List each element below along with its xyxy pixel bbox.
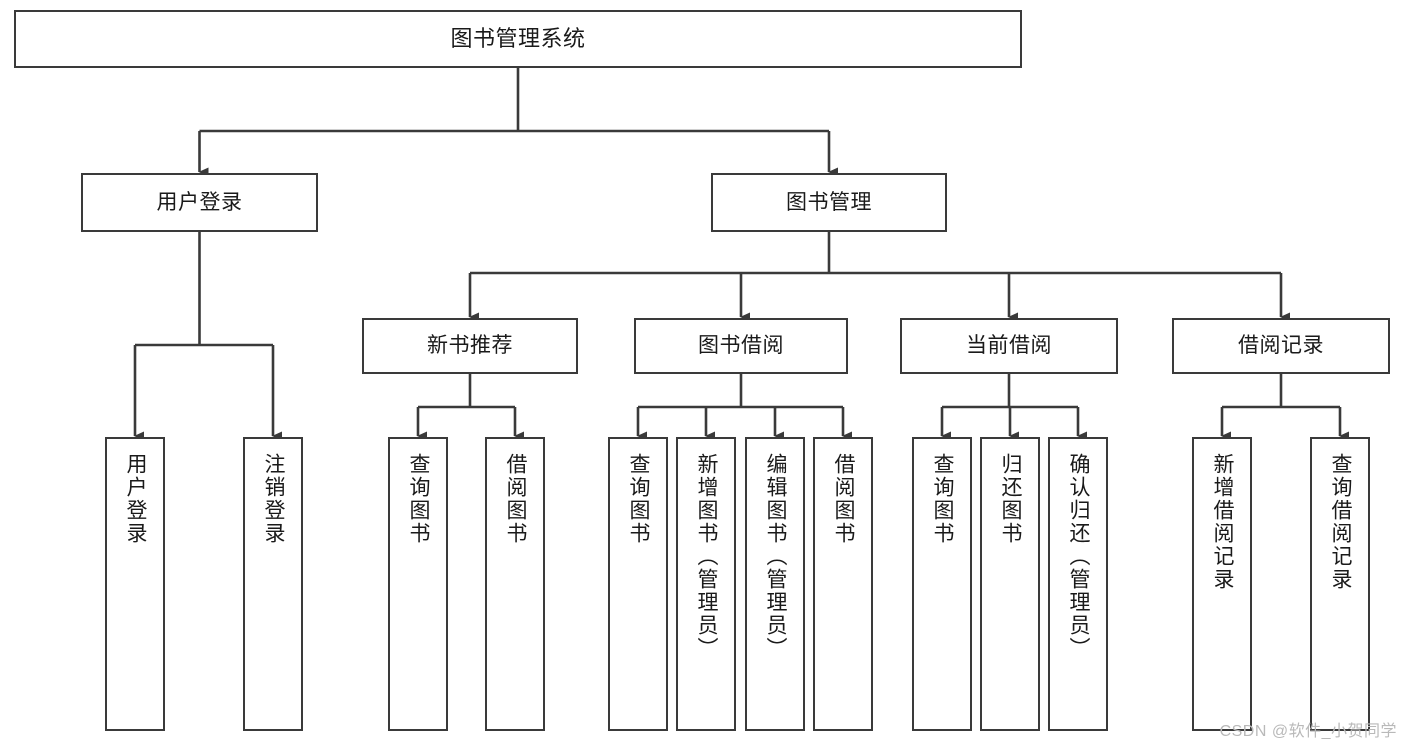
node-book-borrow[interactable]: 图书借阅 (634, 318, 848, 374)
node-book-management[interactable]: 图书管理 (711, 173, 947, 232)
node-label: 新书推荐 (427, 334, 513, 358)
node-label: 借阅图书 (504, 453, 528, 545)
node-label: 用户登录 (124, 453, 148, 545)
node-label: 当前借阅 (966, 334, 1052, 358)
node-label: 图书管理系统 (450, 25, 586, 51)
node-leaf-query-book-borrow[interactable]: 查询图书 (608, 437, 668, 731)
node-leaf-query-book-current[interactable]: 查询图书 (912, 437, 972, 731)
node-label: 查询借阅记录 (1329, 453, 1353, 591)
node-label: 查询图书 (931, 453, 955, 545)
node-label: 图书借阅 (698, 334, 784, 358)
node-leaf-user-login[interactable]: 用户登录 (105, 437, 165, 731)
node-label: 借阅记录 (1238, 334, 1324, 358)
node-leaf-add-book-admin[interactable]: 新增图书（管理员） (676, 437, 736, 731)
node-label: 新增图书（管理员） (695, 453, 719, 660)
node-leaf-query-book-recommend[interactable]: 查询图书 (388, 437, 448, 731)
node-label: 确认归还（管理员） (1067, 453, 1091, 660)
node-leaf-edit-book-admin[interactable]: 编辑图书（管理员） (745, 437, 805, 731)
node-label: 图书管理 (786, 190, 872, 214)
node-label: 注销登录 (262, 453, 286, 545)
node-borrow-record[interactable]: 借阅记录 (1172, 318, 1390, 374)
node-label: 查询图书 (627, 453, 651, 545)
node-leaf-query-borrow-record[interactable]: 查询借阅记录 (1310, 437, 1370, 731)
node-label: 新增借阅记录 (1211, 453, 1235, 591)
node-new-book-recommend[interactable]: 新书推荐 (362, 318, 578, 374)
node-leaf-add-borrow-record[interactable]: 新增借阅记录 (1192, 437, 1252, 731)
node-label: 查询图书 (407, 453, 431, 545)
node-leaf-borrow-book[interactable]: 借阅图书 (813, 437, 873, 731)
node-leaf-user-logout[interactable]: 注销登录 (243, 437, 303, 731)
node-label: 编辑图书（管理员） (764, 453, 788, 660)
watermark: CSDN @软件_小贺同学 (1219, 723, 1397, 740)
node-root[interactable]: 图书管理系统 (14, 10, 1022, 68)
node-label: 用户登录 (156, 190, 243, 214)
node-user-login[interactable]: 用户登录 (81, 173, 318, 232)
node-leaf-borrow-book-recommend[interactable]: 借阅图书 (485, 437, 545, 731)
node-leaf-return-book[interactable]: 归还图书 (980, 437, 1040, 731)
node-current-borrow[interactable]: 当前借阅 (900, 318, 1118, 374)
node-label: 归还图书 (999, 453, 1023, 545)
node-label: 借阅图书 (832, 453, 856, 545)
node-leaf-confirm-return-admin[interactable]: 确认归还（管理员） (1048, 437, 1108, 731)
